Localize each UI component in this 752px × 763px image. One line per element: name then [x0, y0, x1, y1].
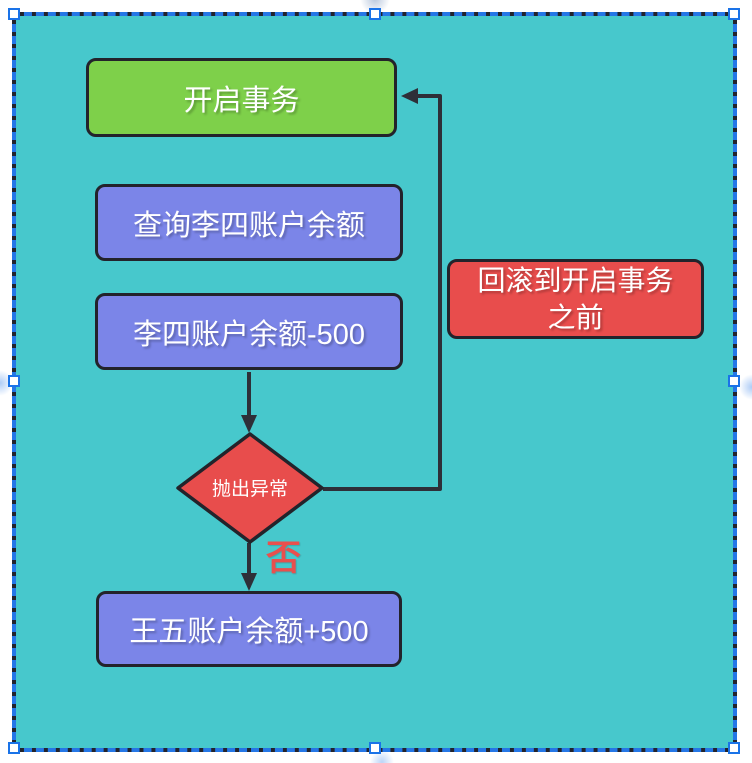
selection-handle-middle-right[interactable]	[728, 375, 740, 387]
selection-handle-top-right[interactable]	[728, 8, 740, 20]
flow-node-deduct-500[interactable]: 李四账户余额-500	[95, 293, 403, 370]
selection-handle-bottom-right[interactable]	[728, 742, 740, 754]
edge-label-no[interactable]: 否	[266, 539, 302, 578]
flow-node-start-transaction[interactable]: 开启事务	[86, 58, 397, 137]
flow-node-credit-500[interactable]: 王五账户余额+500	[96, 591, 402, 667]
selection-handle-top-middle[interactable]	[369, 8, 381, 20]
selection-handle-top-left[interactable]	[8, 8, 20, 20]
selection-handle-middle-left[interactable]	[8, 375, 20, 387]
node-label: 查询李四账户余额	[132, 209, 365, 242]
flow-node-query-balance[interactable]: 查询李四账户余额	[95, 184, 403, 261]
node-label: 回滚到开启事务 之前	[477, 265, 674, 333]
selection-handle-bottom-middle[interactable]	[369, 742, 381, 754]
node-label: 开启事务	[183, 84, 300, 117]
selection-handle-bottom-left[interactable]	[8, 742, 20, 754]
node-label: 王五账户余额+500	[129, 616, 369, 648]
handle-glow-right	[739, 374, 752, 400]
node-label: 李四账户余额-500	[132, 318, 366, 351]
flow-node-rollback[interactable]: 回滚到开启事务 之前	[447, 259, 704, 339]
